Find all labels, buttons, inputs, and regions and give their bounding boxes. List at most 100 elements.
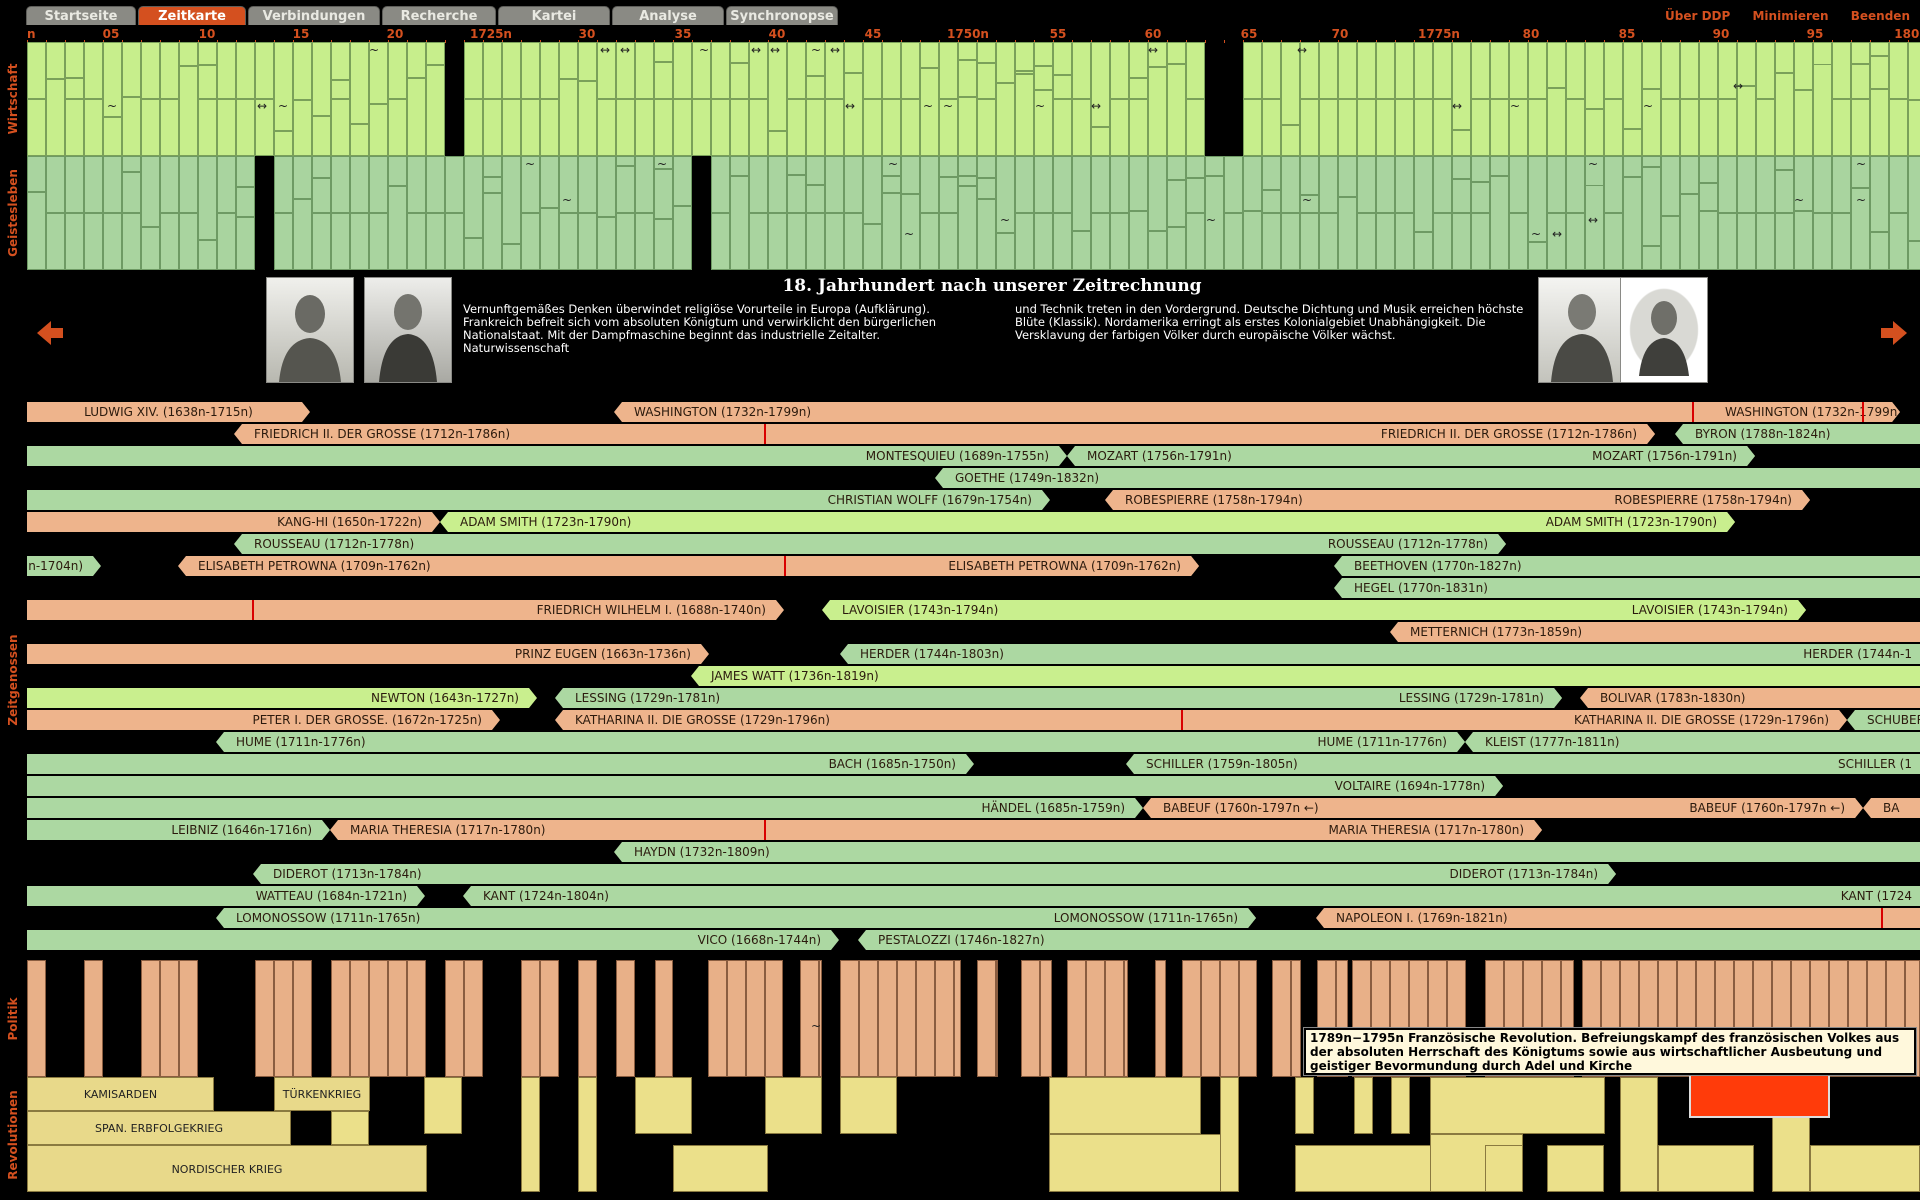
timeline-cell[interactable] <box>578 42 597 81</box>
revolution-block[interactable]: TÜRKENKRIEG <box>274 1077 370 1111</box>
timeline-cell[interactable] <box>1718 156 1737 213</box>
timeline-cell[interactable] <box>1642 42 1661 89</box>
timeline-cell[interactable] <box>920 42 939 68</box>
person-bar[interactable]: MONTESQUIEU (1689n-1755n) <box>27 446 1067 466</box>
timeline-cell[interactable] <box>1452 42 1471 130</box>
person-bar[interactable]: n-1704n) <box>27 556 101 576</box>
politik-cell[interactable] <box>859 960 878 1077</box>
timeline-cell[interactable] <box>160 99 179 156</box>
timeline-cell[interactable] <box>1566 42 1585 99</box>
timeline-cell[interactable] <box>1376 42 1395 99</box>
timeline-cell[interactable] <box>977 63 996 99</box>
timeline-cell[interactable] <box>958 42 977 60</box>
timeline-cell[interactable] <box>331 42 350 80</box>
politik-cell[interactable] <box>160 960 179 1077</box>
timeline-cell[interactable] <box>1471 99 1490 156</box>
politik-cell[interactable] <box>746 960 765 1077</box>
timeline-cell[interactable] <box>1338 99 1357 156</box>
politik-cell[interactable] <box>407 960 426 1077</box>
person-bar[interactable]: PRINZ EUGEN (1663n-1736n) <box>27 644 709 664</box>
timeline-cell[interactable] <box>483 177 502 193</box>
wave-icon[interactable]: ~ <box>904 227 915 241</box>
revolution-block[interactable] <box>521 1077 540 1192</box>
timeline-cell[interactable] <box>768 213 787 270</box>
timeline-cell[interactable] <box>445 213 464 270</box>
person-bar[interactable]: KANT (1724n-1804n) <box>463 886 1920 906</box>
politik-cell[interactable] <box>27 960 46 1077</box>
timeline-cell[interactable] <box>787 175 806 213</box>
revolution-block[interactable]: KAMISARDEN <box>27 1077 214 1111</box>
person-bar[interactable]: ELISABETH PETROWNA (1709n-1762n) <box>740 556 1199 576</box>
timeline-cell[interactable] <box>407 78 426 156</box>
timeline-cell[interactable] <box>749 213 768 270</box>
timeline-cell[interactable] <box>1794 90 1813 156</box>
timeline-cell[interactable] <box>1319 42 1338 99</box>
person-bar[interactable]: MARIA THERESIA (1717n-1780n) <box>1230 820 1542 840</box>
timeline-cell[interactable] <box>1129 211 1148 270</box>
person-bar[interactable]: GOETHE (1749n-1832n) <box>935 468 1920 488</box>
timeline-cell[interactable] <box>217 156 236 213</box>
timeline-cell[interactable] <box>331 156 350 213</box>
wave-icon[interactable]: ~ <box>888 157 899 171</box>
person-bar[interactable]: LAVOISIER (1743n-1794n) <box>1400 600 1806 620</box>
timeline-cell[interactable] <box>1699 42 1718 99</box>
timeline-cell[interactable] <box>1680 194 1699 270</box>
timeline-cell[interactable] <box>901 42 920 99</box>
timeline-cell[interactable] <box>1357 213 1376 270</box>
timeline-cell[interactable] <box>236 187 255 217</box>
timeline-cell[interactable] <box>103 42 122 117</box>
timeline-cell[interactable] <box>331 99 350 156</box>
timeline-cell[interactable] <box>977 156 996 178</box>
timeline-cell[interactable] <box>882 176 901 193</box>
politik-cell[interactable] <box>464 960 483 1077</box>
timeline-cell[interactable] <box>1338 197 1357 270</box>
timeline-cell[interactable] <box>1699 156 1718 183</box>
timeline-cell[interactable] <box>1547 42 1566 88</box>
timeline-cell[interactable] <box>1072 156 1091 231</box>
timeline-cell[interactable] <box>1623 156 1642 177</box>
person-bar[interactable]: LUDWIG XIV. (1638n-1715n) <box>27 402 310 422</box>
arrow-both-icon[interactable]: ↔ <box>620 43 631 57</box>
timeline-cell[interactable] <box>1186 156 1205 178</box>
revolution-block[interactable] <box>1658 1145 1754 1192</box>
timeline-cell[interactable] <box>1699 99 1718 156</box>
timeline-cell[interactable] <box>958 60 977 97</box>
timeline-cell[interactable] <box>103 117 122 156</box>
revolution-block[interactable] <box>635 1077 692 1134</box>
timeline-cell[interactable] <box>787 156 806 175</box>
timeline-cell[interactable] <box>1566 156 1585 213</box>
timeline-cell[interactable] <box>1015 71 1034 74</box>
politik-cell[interactable] <box>954 960 961 1077</box>
timeline-cell[interactable] <box>996 156 1015 233</box>
timeline-cell[interactable] <box>1490 99 1509 156</box>
timeline-cell[interactable] <box>1376 156 1395 213</box>
timeline-cell[interactable] <box>1718 213 1737 270</box>
wave-icon[interactable]: ~ <box>1643 99 1654 113</box>
timeline-cell[interactable] <box>1794 42 1813 90</box>
timeline-cell[interactable] <box>1680 156 1699 194</box>
portrait-4[interactable] <box>1620 277 1708 383</box>
timeline-cell[interactable] <box>806 185 825 213</box>
timeline-cell[interactable] <box>84 213 103 270</box>
timeline-cell[interactable] <box>1015 213 1034 270</box>
revolution-block[interactable] <box>1354 1077 1373 1134</box>
arrow-both-icon[interactable]: ↔ <box>770 43 781 57</box>
timeline-cell[interactable] <box>1167 64 1186 156</box>
timeline-cell[interactable] <box>1262 156 1281 190</box>
timeline-cell[interactable] <box>1053 156 1072 213</box>
timeline-cell[interactable] <box>559 156 578 213</box>
person-bar[interactable]: KLEIST (1777n-1811n) <box>1465 732 1920 752</box>
timeline-cell[interactable] <box>198 240 217 270</box>
timeline-cell[interactable] <box>1072 99 1091 156</box>
timeline-cell[interactable] <box>1281 213 1300 270</box>
wave-icon[interactable]: ~ <box>1856 157 1867 171</box>
quit-link[interactable]: Beenden <box>1850 9 1910 23</box>
arrow-both-icon[interactable]: ↔ <box>845 99 856 113</box>
timeline-cell[interactable] <box>1889 42 1908 99</box>
wave-icon[interactable]: ~ <box>278 99 289 113</box>
timeline-cell[interactable] <box>1300 42 1319 99</box>
timeline-cell[interactable] <box>1718 42 1737 99</box>
wave-icon[interactable]: ~ <box>525 157 536 171</box>
timeline-cell[interactable] <box>768 131 787 156</box>
politik-cell[interactable] <box>1124 960 1128 1077</box>
